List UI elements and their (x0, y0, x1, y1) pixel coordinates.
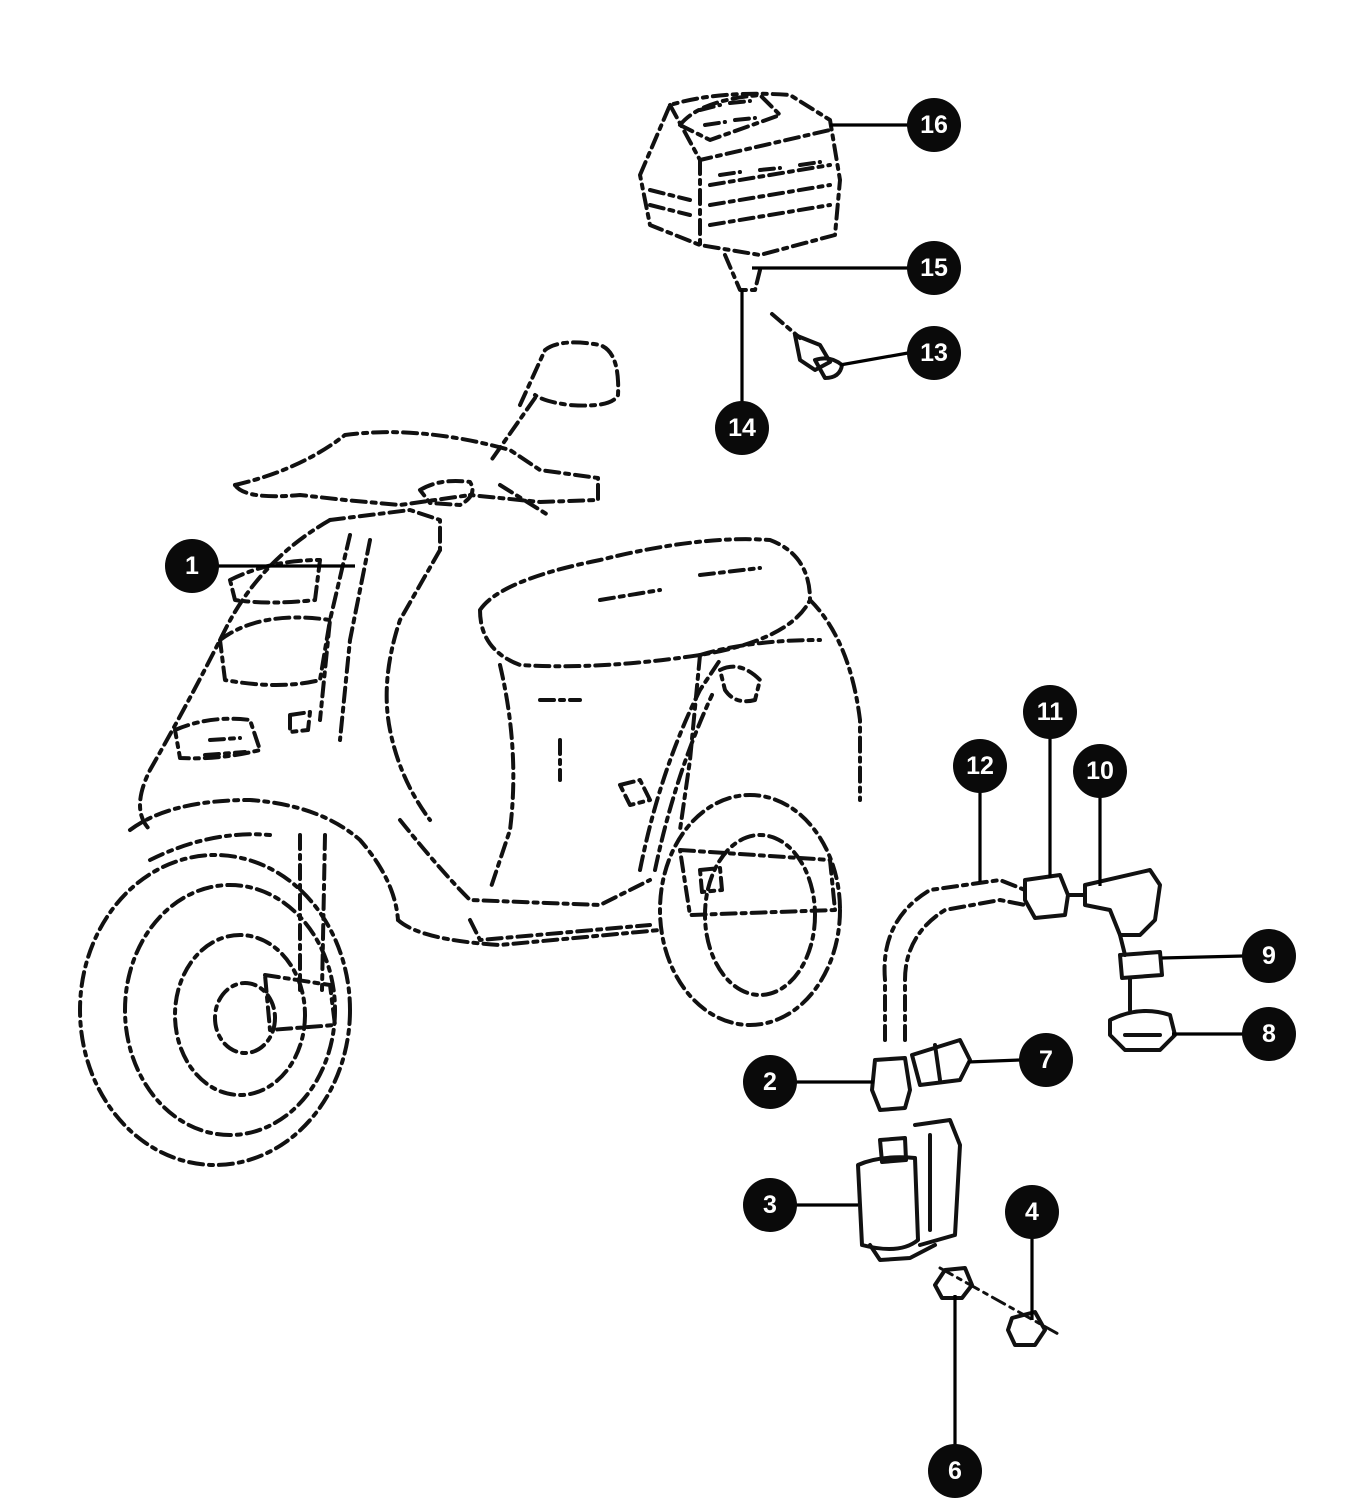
callout-9[interactable]: 9 (1242, 929, 1296, 983)
scooter-illustration (78, 340, 862, 1167)
callout-label: 11 (1037, 698, 1064, 726)
callout-label: 8 (1262, 1020, 1276, 1048)
callout-label: 12 (966, 752, 994, 780)
callout-label: 3 (763, 1191, 777, 1219)
callout-label: 16 (920, 111, 948, 139)
callout-3[interactable]: 3 (743, 1178, 797, 1232)
callout-6[interactable]: 6 (928, 1444, 982, 1498)
callout-13[interactable]: 13 (907, 326, 961, 380)
callout-16[interactable]: 16 (907, 98, 961, 152)
callout-15[interactable]: 15 (907, 241, 961, 295)
battery-illustration (638, 91, 842, 292)
callout-label: 6 (948, 1457, 962, 1485)
callout-label: 10 (1086, 757, 1114, 785)
callout-4[interactable]: 4 (1005, 1185, 1059, 1239)
callout-14[interactable]: 14 (715, 401, 769, 455)
callout-label: 7 (1039, 1046, 1053, 1074)
callout-label: 13 (920, 339, 948, 367)
callout-8[interactable]: 8 (1242, 1007, 1296, 1061)
callout-label: 4 (1025, 1198, 1039, 1226)
callout-label: 14 (728, 414, 756, 442)
callout-label: 1 (185, 552, 199, 580)
leader-lines (218, 123, 1244, 1445)
callout-7[interactable]: 7 (1019, 1033, 1073, 1087)
callout-label: 9 (1262, 942, 1276, 970)
callout-2[interactable]: 2 (743, 1055, 797, 1109)
callout-label: 2 (763, 1068, 777, 1096)
callout-label: 15 (920, 254, 948, 282)
callout-11[interactable]: 11 (1023, 685, 1077, 739)
callout-1[interactable]: 1 (165, 539, 219, 593)
callout-12[interactable]: 12 (953, 739, 1007, 793)
callout-10[interactable]: 10 (1073, 744, 1127, 798)
screw-illustration (770, 312, 844, 380)
ignition-parts-illustration (856, 868, 1177, 1347)
